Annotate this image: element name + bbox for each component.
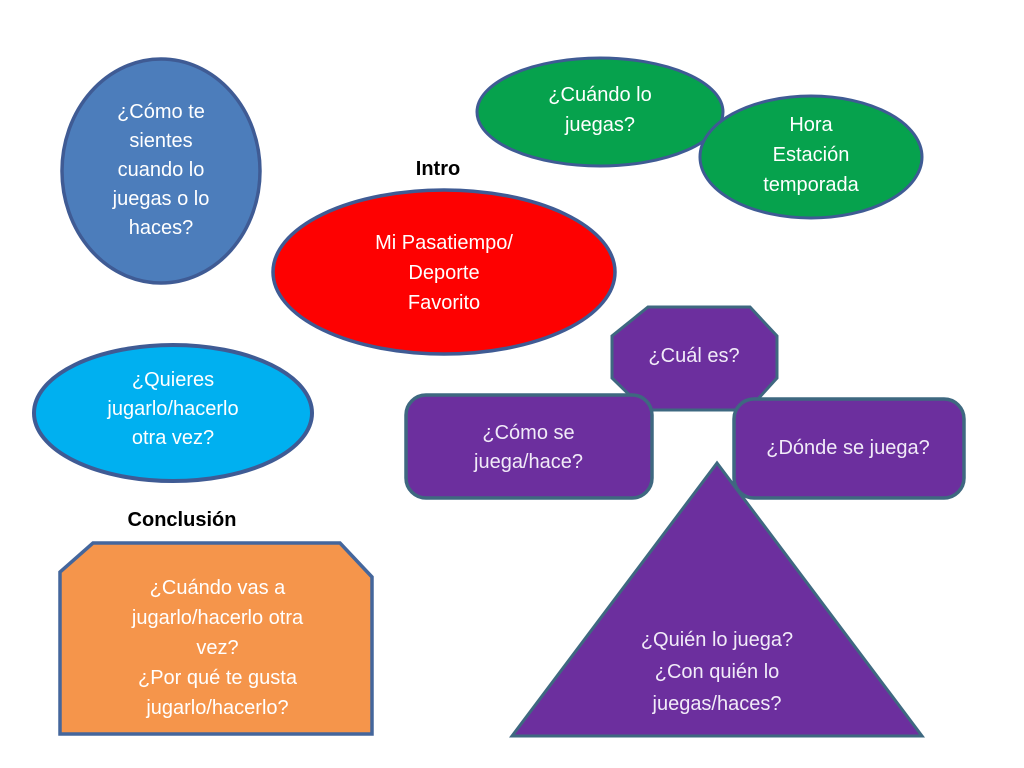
topic-ellipse[interactable] [271, 188, 617, 356]
feelings-ellipse[interactable] [60, 57, 262, 285]
conclusion-box[interactable] [58, 541, 374, 736]
play-again-ellipse[interactable] [32, 343, 314, 483]
where-play-rect[interactable] [732, 397, 966, 500]
who-play-triangle[interactable] [508, 460, 926, 738]
when-play-ellipse[interactable] [475, 56, 725, 168]
time-season-ellipse[interactable] [698, 94, 924, 220]
how-play-rect[interactable] [404, 393, 654, 500]
